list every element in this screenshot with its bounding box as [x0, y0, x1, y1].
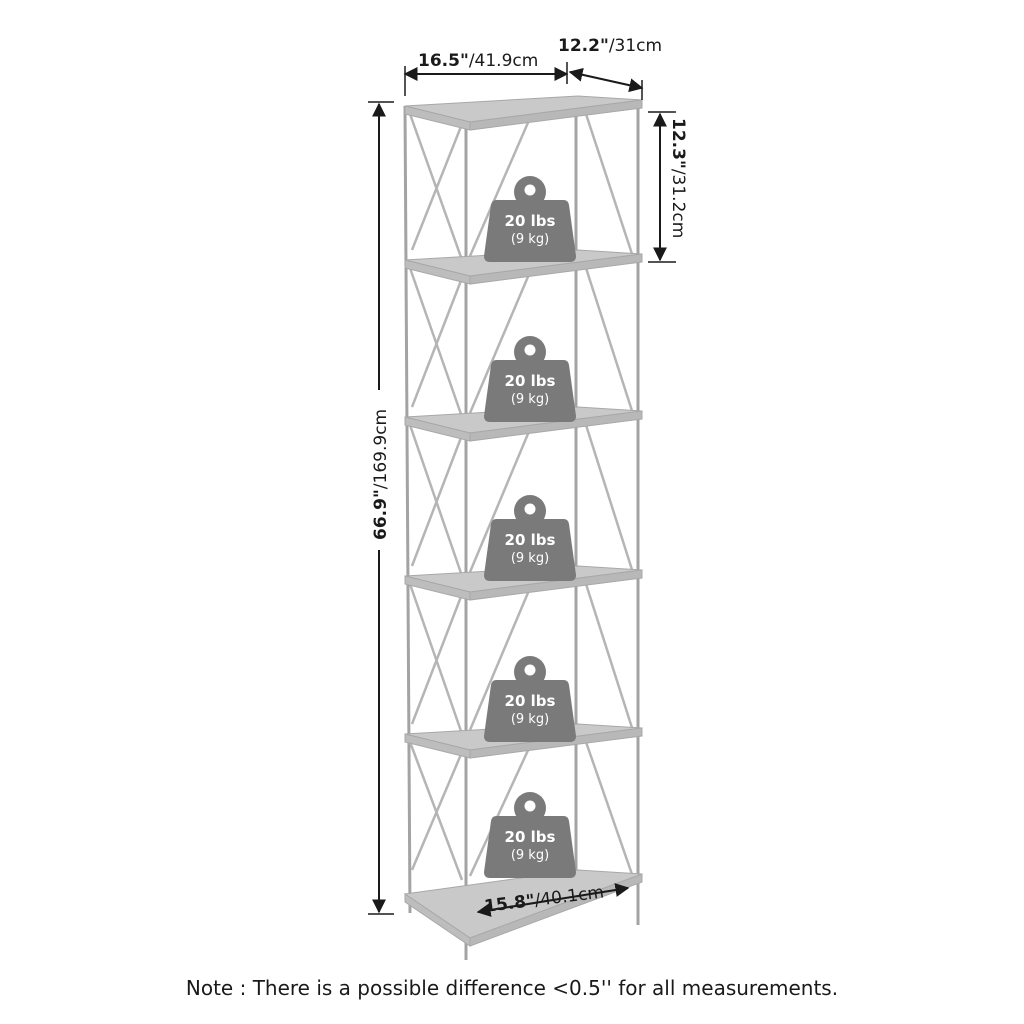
right-brace-a — [584, 113, 636, 261]
weight-kg-label: (9 kg) — [511, 551, 549, 566]
weight-kg-label: (9 kg) — [511, 712, 549, 727]
height-cm-label: /169.9cm — [371, 409, 391, 489]
shelf-spacing-dimension: 12.3"/31.2cm — [648, 111, 688, 263]
svg-text:66.9"/169.9cm: 66.9"/169.9cm — [371, 409, 391, 540]
weight-icon-4: 20 lbs (9 kg) — [484, 656, 576, 742]
height-dimension: 66.9"/169.9cm — [366, 101, 394, 915]
back-brace — [468, 745, 532, 877]
weight-lbs-label: 20 lbs — [505, 531, 556, 549]
right-brace-a — [584, 267, 636, 418]
back-brace — [468, 428, 532, 573]
right-brace-a — [584, 583, 636, 735]
back-brace — [468, 271, 532, 414]
weight-kg-label: (9 kg) — [511, 232, 549, 247]
weight-lbs-label: 20 lbs — [505, 372, 556, 390]
svg-text:16.5"/41.9cm: 16.5"/41.9cm — [418, 51, 538, 71]
weight-icon-3: 20 lbs (9 kg) — [484, 495, 576, 581]
depth-inch-label: 12.2" — [558, 36, 609, 56]
weight-kg-label: (9 kg) — [511, 392, 549, 407]
height-inch-label: 66.9" — [371, 489, 391, 540]
width-dimension: 16.5"/41.9cm — [403, 51, 569, 96]
depth-dimension: 12.2"/31cm — [558, 36, 662, 100]
right-brace-a — [584, 741, 636, 881]
left-brace-b — [410, 434, 464, 567]
cross-braces — [408, 113, 636, 881]
left-brace-b — [410, 751, 464, 871]
shelf-spacing-cm-label: /31.2cm — [668, 169, 688, 239]
weight-icon-1: 20 lbs (9 kg) — [484, 176, 576, 262]
weight-capacity-icons: 20 lbs(9 kg)20 lbs(9 kg)20 lbs(9 kg)20 l… — [484, 176, 576, 878]
weight-lbs-label: 20 lbs — [505, 828, 556, 846]
measurement-note: Note : There is a possible difference <0… — [185, 976, 839, 1000]
weight-icon-5: 20 lbs (9 kg) — [484, 792, 576, 878]
right-brace-a — [584, 424, 636, 577]
left-brace-b — [410, 593, 464, 725]
width-cm-label: /41.9cm — [469, 51, 539, 71]
weight-icon-2: 20 lbs (9 kg) — [484, 336, 576, 422]
back-brace — [468, 587, 532, 731]
weight-lbs-label: 20 lbs — [505, 212, 556, 230]
shelf-1 — [404, 95, 643, 131]
shelf-2 — [404, 249, 643, 285]
weight-kg-label: (9 kg) — [511, 848, 549, 863]
weight-lbs-label: 20 lbs — [505, 692, 556, 710]
left-brace-b — [410, 123, 464, 251]
width-inch-label: 16.5" — [418, 51, 469, 71]
svg-text:12.2"/31cm: 12.2"/31cm — [558, 36, 662, 56]
front-left-leg — [403, 105, 412, 914]
svg-text:12.3"/31.2cm: 12.3"/31.2cm — [668, 118, 688, 238]
depth-cm-label: /31cm — [609, 36, 662, 56]
shelf-spacing-inch-label: 12.3" — [668, 118, 688, 169]
back-brace — [468, 117, 532, 257]
left-brace-b — [410, 277, 464, 408]
